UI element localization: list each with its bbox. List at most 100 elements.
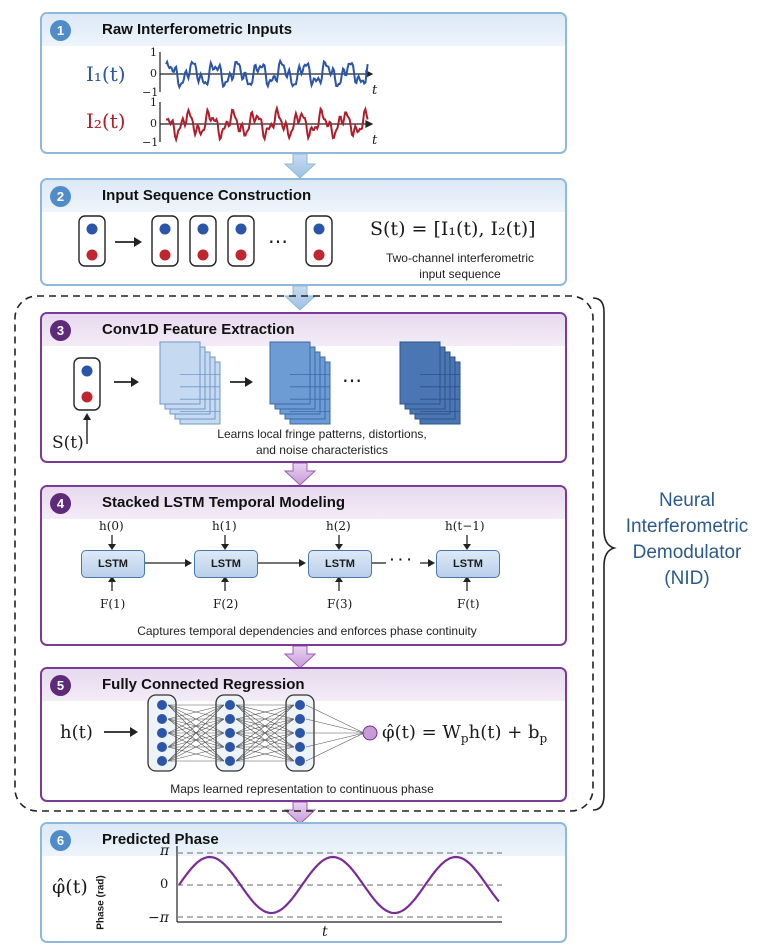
nid-brace	[592, 297, 617, 811]
panel-title: Fully Connected Regression	[102, 676, 305, 693]
lstm-f-4: F(t)	[457, 597, 480, 611]
i1-waveform	[165, 58, 369, 90]
step-badge: 4	[50, 493, 71, 514]
fc-output-connection	[305, 732, 365, 748]
fc-connection	[235, 732, 295, 762]
fc-neuron	[295, 700, 305, 710]
formula-sub-w: p	[460, 731, 469, 746]
lstm-cell-4: LSTM	[436, 550, 500, 578]
phase-tick-zero: 0	[160, 877, 169, 892]
lstm-h-0: h(0)	[99, 519, 124, 533]
nid-line-4: (NID)	[664, 568, 710, 589]
arrow-1-2	[283, 153, 317, 179]
fc-connection	[235, 704, 295, 734]
fc-neuron	[225, 742, 235, 752]
i1-tick-neg: −1	[142, 86, 159, 99]
panel-header: 1 Raw Interferometric Inputs	[42, 14, 565, 46]
fc-neuron	[157, 756, 167, 766]
fc-output-connection	[305, 732, 365, 762]
step-badge: 2	[50, 186, 71, 207]
fc-neuron	[157, 714, 167, 724]
lstm-cell-1: LSTM	[81, 550, 145, 578]
nid-line-3: Demodulator	[632, 542, 742, 563]
step-badge: 5	[50, 675, 71, 696]
fc-neuron	[157, 728, 167, 738]
phase-label: φ̂(t)	[52, 876, 88, 898]
panel-header: 4 Stacked LSTM Temporal Modeling	[42, 487, 565, 519]
i2-tick-neg: −1	[142, 136, 159, 149]
nid-line-1: Neural	[659, 490, 715, 511]
fc-neuron	[295, 728, 305, 738]
sequence-ellipsis: ⋯	[268, 231, 288, 253]
panel-header: 3 Conv1D Feature Extraction	[42, 314, 565, 346]
conv-ellipsis: ⋯	[342, 370, 362, 392]
conv-caption: Learns local fringe patterns, distortion…	[162, 426, 482, 458]
formula-sub-b: p	[539, 731, 548, 746]
step-badge: 6	[50, 830, 71, 851]
sequence-formula: S(t) = [I₁(t), I₂(t)]	[370, 218, 536, 240]
lstm-cell-2: LSTM	[194, 550, 258, 578]
phase-tick-neg-pi: −π	[148, 910, 169, 926]
panel-lstm: 4 Stacked LSTM Temporal Modeling h(0) h(…	[40, 485, 567, 646]
panel-title: Conv1D Feature Extraction	[102, 321, 295, 338]
panel-header: 5 Fully Connected Regression	[42, 669, 565, 701]
fc-neuron	[157, 700, 167, 710]
feature-map-layer	[269, 341, 311, 405]
arrow-5-6	[283, 801, 317, 825]
panel-title: Predicted Phase	[102, 831, 219, 848]
panel-conv1d: 3 Conv1D Feature Extraction S(t) ⋯ Learn…	[40, 312, 567, 463]
i2-waveform	[166, 104, 369, 144]
feature-map-layer	[399, 341, 441, 405]
step-badge: 1	[50, 20, 71, 41]
phase-curve	[178, 855, 500, 915]
fc-output-neuron	[362, 725, 378, 741]
i1-tick-pos: 1	[150, 46, 157, 59]
arrow-2-3	[283, 285, 317, 311]
panel-title: Stacked LSTM Temporal Modeling	[102, 494, 346, 511]
lstm-h-2: h(2)	[326, 519, 351, 533]
panel-header: 2 Input Sequence Construction	[42, 180, 565, 212]
fc-neuron	[225, 728, 235, 738]
sequence-graphic	[78, 215, 333, 267]
fc-connection	[235, 704, 295, 720]
panel-regression: 5 Fully Connected Regression h(t) φ̂(t) …	[40, 667, 567, 802]
lstm-f-3: F(3)	[327, 597, 353, 611]
formula-mid: h(t) + b	[468, 722, 540, 743]
nid-label: Neural Interferometric Demodulator (NID)	[612, 488, 762, 592]
panel-sequence-construction: 2 Input Sequence Construction ⋯ S(t) = […	[40, 178, 567, 286]
panel-title: Raw Interferometric Inputs	[102, 21, 293, 38]
lstm-arrows	[108, 535, 471, 591]
i2-label: I₂(t)	[86, 109, 126, 133]
conv-caption-line-2: and noise characteristics	[255, 443, 389, 457]
i1-axis-label: t	[372, 83, 378, 98]
fc-connection	[167, 718, 225, 762]
fc-neuron	[295, 714, 305, 724]
lstm-caption: Captures temporal dependencies and enfor…	[137, 624, 477, 638]
lstm-h-3: h(t−1)	[445, 519, 485, 533]
lstm-f-2: F(2)	[213, 597, 239, 611]
panel-predicted-phase: 6 Predicted Phase φ̂(t) Phase (rad) π 0 …	[40, 822, 567, 943]
panel-header: 6 Predicted Phase	[42, 824, 565, 856]
fc-connection	[167, 704, 225, 734]
fc-connection	[167, 732, 225, 762]
fc-connection	[167, 746, 225, 762]
sequence-vector	[78, 215, 106, 267]
input-signals	[159, 52, 374, 144]
fc-connection	[235, 718, 295, 762]
fc-connection	[235, 704, 295, 748]
phase-tick-pi: π	[160, 843, 170, 859]
i2-axis-label: t	[372, 133, 378, 148]
sequence-caption-line-2: input sequence	[419, 267, 501, 281]
arrow-4-5	[283, 645, 317, 669]
conv-caption-line-1: Learns local fringe patterns, distortion…	[217, 427, 427, 441]
fc-neuron	[225, 700, 235, 710]
fc-neuron	[225, 714, 235, 724]
nid-line-2: Interferometric	[625, 516, 749, 537]
feature-map-layer	[159, 341, 201, 405]
i2-tick-zero: 0	[150, 117, 157, 130]
conv-graphic	[73, 341, 461, 444]
lstm-dots: · · ·	[390, 551, 412, 567]
formula-lhs: φ̂(t) = W	[382, 722, 461, 743]
lstm-f-1: F(1)	[100, 597, 126, 611]
